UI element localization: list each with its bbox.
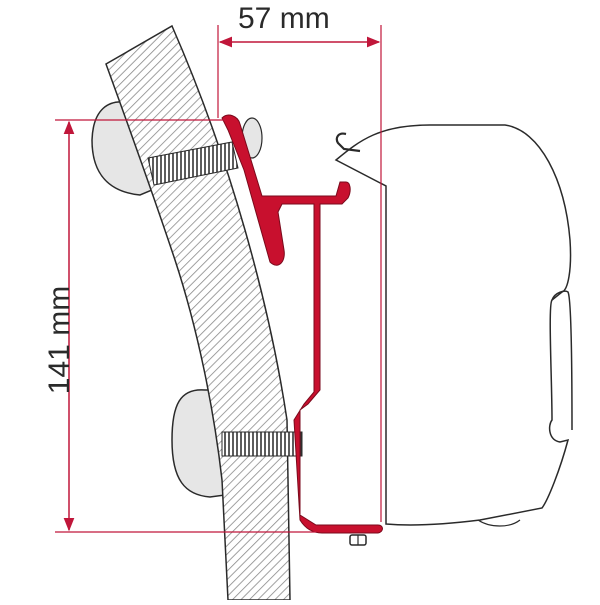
lower-mount-cap [171,389,226,498]
awning-end-flap [551,290,573,431]
upper-bolt [147,141,239,186]
adapter-bracket[interactable] [221,114,383,534]
wall-section [105,24,291,601]
upper-mount-cap [91,101,153,196]
hook [335,132,361,153]
height-dimension-label: 141 mm [43,285,76,395]
lower-bolt [221,431,303,457]
width-dimension-label: 57 mm [238,2,330,35]
awning-housing [334,124,572,526]
awning-bottom-bead [477,519,521,527]
